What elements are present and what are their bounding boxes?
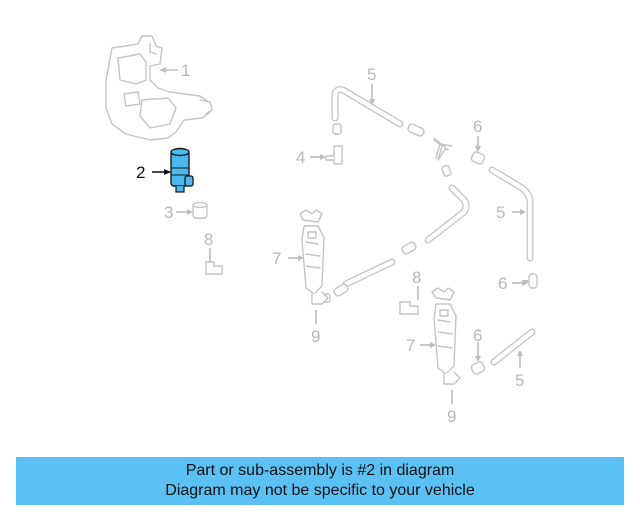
callout-9-left: 9 (311, 327, 320, 346)
callout-6-lower: 6 (473, 326, 482, 345)
callout-5-top: 5 (367, 65, 376, 84)
washer-pump-part-2 (170, 147, 194, 193)
callout-6-mid: 6 (498, 274, 507, 293)
callout-3: 3 (164, 203, 173, 222)
callout-4: 4 (296, 148, 305, 167)
fitting-part-9-right (443, 371, 461, 385)
callout-8-right: 8 (412, 268, 421, 287)
elbow-part-8-right (399, 301, 419, 315)
hose-part-5-right (488, 166, 534, 262)
connector-part-4 (325, 145, 343, 165)
hose-part-5-lower (490, 328, 536, 366)
callout-5-right: 5 (496, 203, 505, 222)
callout-2: 2 (136, 163, 145, 182)
nozzle-assembly-part-7-right (431, 287, 457, 375)
nozzle-assembly-part-7-left (299, 209, 325, 295)
callout-1: 1 (181, 61, 190, 80)
callout-9-right: 9 (447, 407, 456, 426)
info-banner: Part or sub-assembly is #2 in diagram Di… (16, 457, 624, 505)
banner-line-1: Part or sub-assembly is #2 in diagram (185, 462, 455, 479)
parts-diagram: 1 2 3 4 5 5 5 6 6 6 7 7 8 8 9 9 (105, 35, 538, 426)
callout-8-left: 8 (204, 230, 213, 249)
grommet-part-3 (192, 201, 208, 219)
hose-center (342, 184, 470, 288)
callout-7-left: 7 (272, 249, 281, 268)
callout-7-right: 7 (406, 336, 415, 355)
washer-reservoir-part-1 (105, 35, 213, 141)
banner-line-2: Diagram may not be specific to your vehi… (165, 482, 475, 499)
hose-part-5-top (331, 86, 404, 128)
fitting-part-9-left (311, 291, 329, 305)
callout-5-lower: 5 (515, 371, 524, 390)
callout-6-top: 6 (473, 117, 482, 136)
elbow-part-8-left (205, 261, 223, 275)
